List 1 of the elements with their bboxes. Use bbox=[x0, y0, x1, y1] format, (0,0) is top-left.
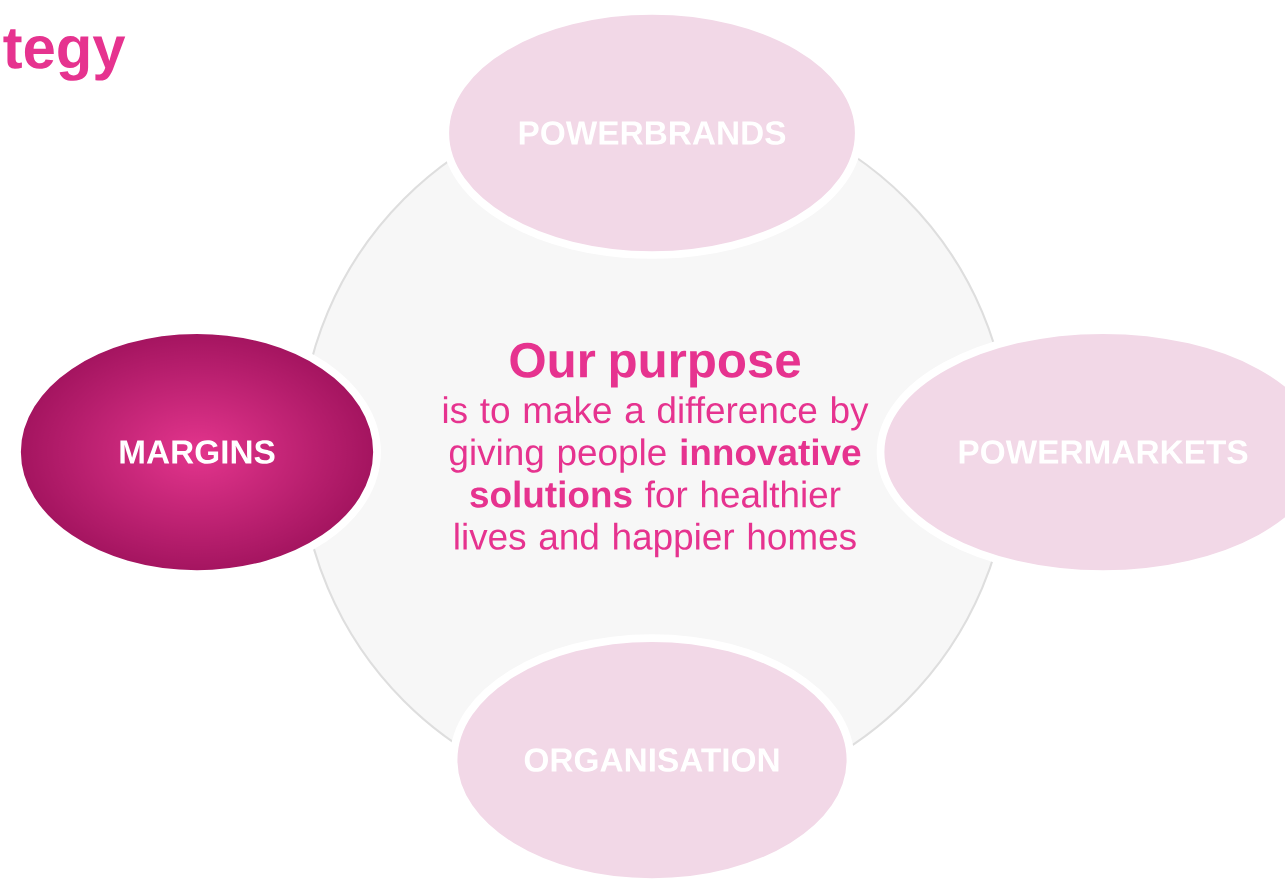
slide-title: tegy bbox=[3, 29, 126, 81]
